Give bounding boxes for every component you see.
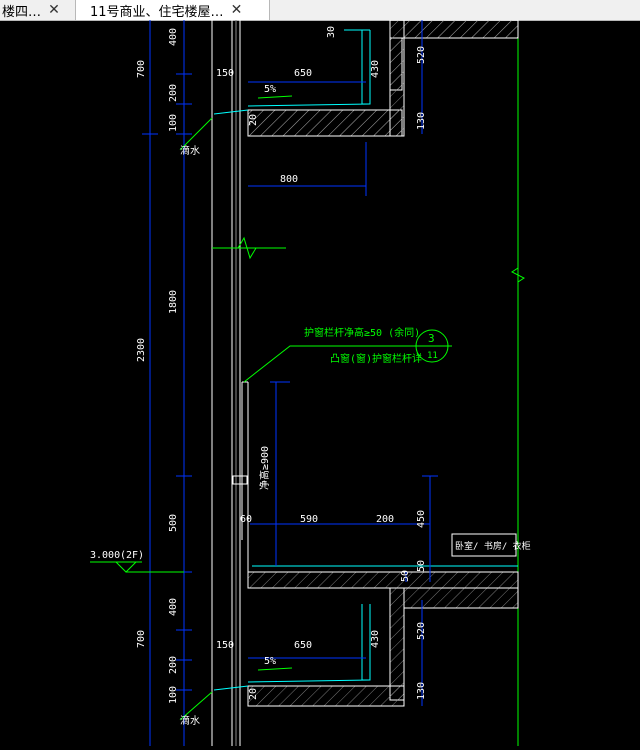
svg-text:590: 590 [300,514,318,525]
svg-text:200: 200 [376,514,394,525]
svg-text:5%: 5% [264,656,276,667]
svg-text:20: 20 [248,688,259,700]
svg-text:净高≥900: 净高≥900 [258,446,271,490]
window-railing [232,381,249,540]
detail-sheet: 11 [427,351,438,361]
svg-text:450: 450 [416,510,427,528]
room-label: 卧室/ 书房/ 衣柜 [455,540,531,552]
svg-text:130: 130 [416,682,427,700]
svg-text:150: 150 [216,68,234,79]
svg-text:200: 200 [168,84,179,102]
tab-label: 楼四… [2,4,42,20]
svg-text:430: 430 [370,60,381,78]
svg-text:520: 520 [416,622,427,640]
svg-text:200: 200 [168,656,179,674]
svg-text:650: 650 [294,640,312,651]
drip-label-top: 滴水 [180,144,200,157]
svg-text:130: 130 [416,112,427,130]
svg-text:5%: 5% [264,84,276,95]
svg-text:700: 700 [136,630,147,648]
tab-label: 11号商业、住宅楼屋… [90,4,224,20]
svg-text:30: 30 [326,26,337,38]
tab-drawing-1[interactable]: 楼四… ✕ [0,0,76,20]
svg-text:520: 520 [416,46,427,64]
svg-text:800: 800 [280,174,298,185]
level-value: 3.000 [90,550,120,561]
svg-text:400: 400 [168,28,179,46]
close-icon[interactable]: ✕ [230,2,243,18]
cad-drawing-canvas[interactable]: 3.000 (2F) 滴水 滴水 护窗栏杆净高≥50 (余同) 凸窗(窗)护窗栏… [0,19,640,746]
detail-number: 3 [428,332,435,345]
dim-texts: 400 700 200 100 150 650 5% 20 30 430 520… [136,26,427,704]
svg-text:1800: 1800 [168,290,179,314]
svg-text:650: 650 [294,68,312,79]
svg-text:430: 430 [370,630,381,648]
drip-label-bottom: 滴水 [180,714,200,727]
level-mark [90,561,184,573]
svg-text:700: 700 [136,60,147,78]
note-line2: 凸窗(窗)护窗栏杆详 [330,352,422,365]
break-line-mid [212,236,286,260]
dim-lines [248,20,438,706]
svg-text:150: 150 [216,640,234,651]
level-floor: (2F) [120,550,144,561]
svg-text:100: 100 [168,686,179,704]
room-label-box [451,533,517,557]
svg-text:50: 50 [400,570,411,582]
slope-arrow [257,667,293,671]
break-symbol [511,267,525,283]
top-slab [213,19,519,137]
svg-text:2300: 2300 [136,338,147,362]
svg-text:60: 60 [240,514,252,525]
drip-leader [179,691,213,721]
dim-chain-left [142,20,192,746]
close-icon[interactable]: ✕ [48,2,60,18]
cad-drawing: 3.000 (2F) 滴水 滴水 护窗栏杆净高≥50 (余同) 凸窗(窗)护窗栏… [90,19,531,746]
svg-text:50: 50 [416,560,427,572]
bottom-slab [213,540,519,707]
wall-lines [211,20,241,746]
tab-bar: 楼四… ✕ 11号商业、住宅楼屋… ✕ [0,0,640,21]
svg-text:20: 20 [248,114,259,126]
slope-arrow [257,95,293,99]
svg-text:400: 400 [168,598,179,616]
drip-leader [179,117,213,151]
tab-drawing-2[interactable]: 11号商业、住宅楼屋… ✕ [76,0,270,20]
note-leader [243,345,412,383]
svg-text:100: 100 [168,114,179,132]
svg-text:500: 500 [168,514,179,532]
note-line1: 护窗栏杆净高≥50 (余同) [304,326,420,339]
